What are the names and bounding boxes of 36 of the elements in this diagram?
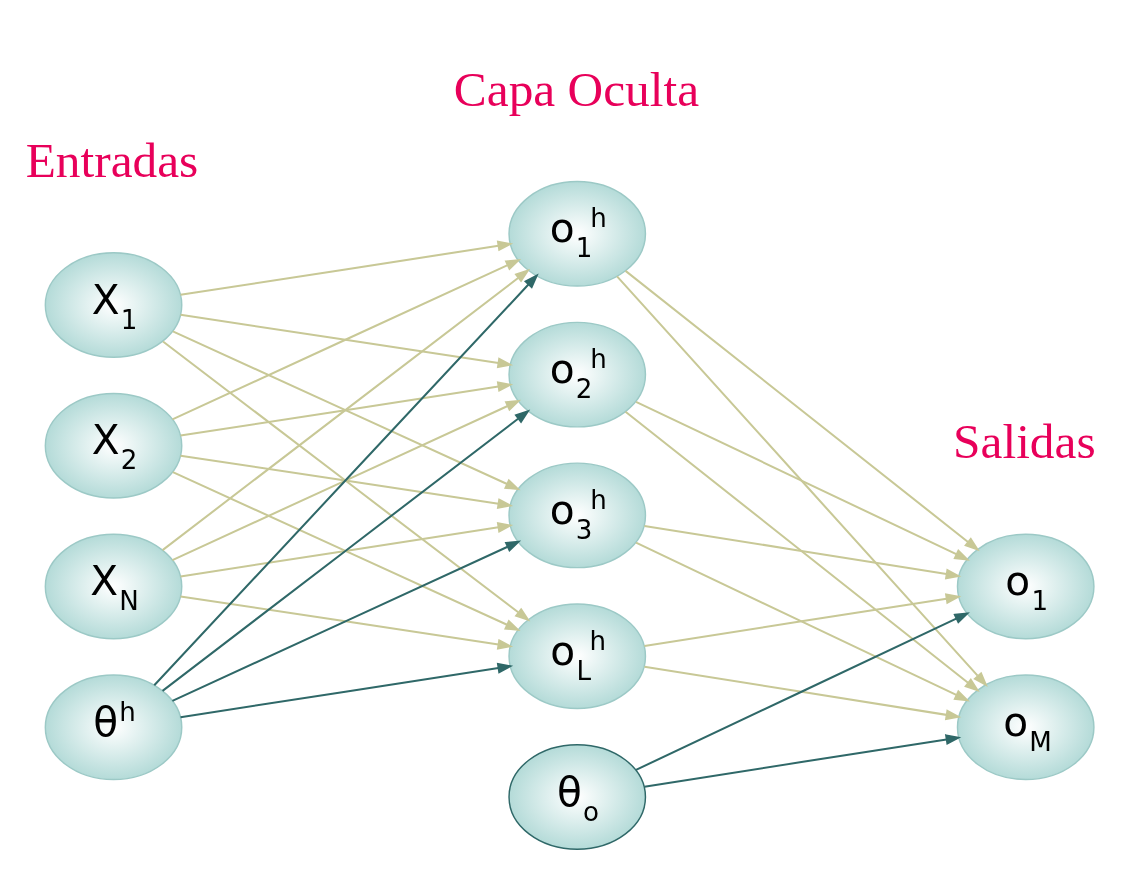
arrow [644,734,962,788]
arrow [172,540,522,702]
node-ellipse: X$_{2}$ [44,392,183,499]
arrow [180,522,514,578]
arrow [635,612,970,771]
arrow [635,400,970,561]
arrow [644,593,962,647]
node-ellipse: X$_{N}$ [44,533,183,640]
arrow [172,399,522,561]
arrow [635,541,970,702]
arrow [180,240,514,296]
arrow [180,595,514,650]
arrow [180,313,514,369]
node-ellipse: θ$^{h}$ [44,674,183,781]
arrow [180,381,514,437]
arrow [161,268,531,551]
arrow [172,258,522,421]
arrow [161,409,531,692]
node-ellipse: o$_{M}$ [956,674,1095,781]
arrow [180,662,514,719]
node-ellipse: θ$_{o}$ [508,743,647,850]
arrow [644,665,962,721]
arrow [180,454,514,509]
arrow [172,471,521,631]
node-ellipse: o$_{1}$ [956,533,1095,640]
arrow [644,524,962,580]
arrow [172,330,521,491]
node-ellipse: X$_{1}$ [44,251,183,358]
arrow [153,273,539,686]
arrow [624,410,980,693]
label: Capa Oculta [453,61,700,117]
arrow [162,340,531,622]
label: Salidas [953,414,1096,470]
arrow [616,275,988,687]
label: Entradas [25,132,199,188]
arrow [624,270,980,552]
